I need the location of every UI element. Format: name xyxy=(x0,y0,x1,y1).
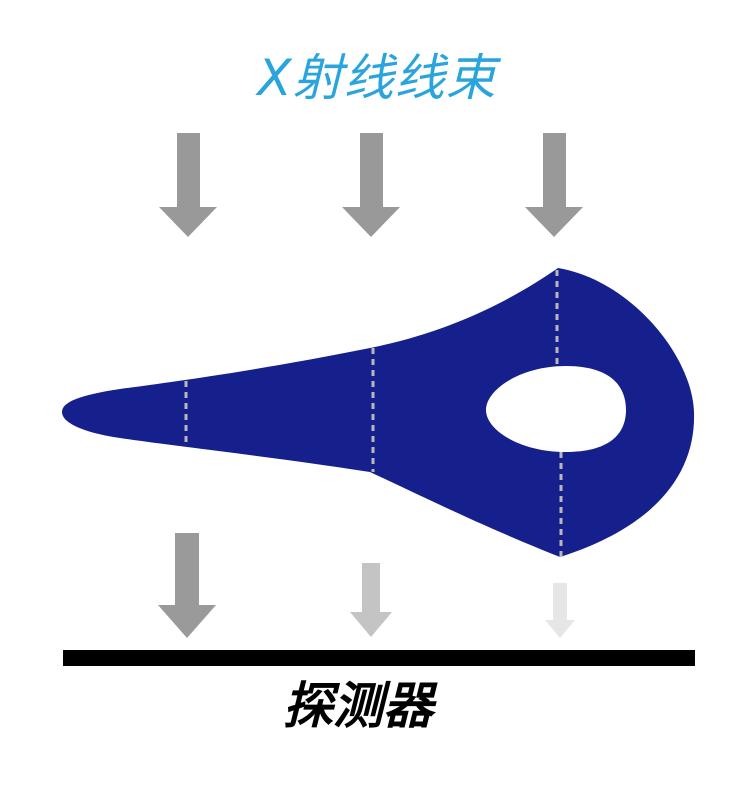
xray-beam-title: X射线线束 xyxy=(257,49,497,107)
transmitted-arrow-middle-icon xyxy=(350,563,392,637)
incident-arrows xyxy=(159,133,583,237)
incident-arrow-left-icon xyxy=(159,133,217,237)
transmitted-arrows xyxy=(158,533,575,638)
detector-label: 探测器 xyxy=(283,677,433,735)
incident-arrow-right-icon xyxy=(525,133,583,237)
incident-arrow-middle-icon xyxy=(342,133,400,237)
object-cross-section xyxy=(62,268,695,557)
beam-path-lines xyxy=(184,270,563,557)
detector-bar xyxy=(63,650,695,666)
transmitted-arrow-right-icon xyxy=(545,583,575,638)
transmitted-arrow-left-icon xyxy=(158,533,216,638)
